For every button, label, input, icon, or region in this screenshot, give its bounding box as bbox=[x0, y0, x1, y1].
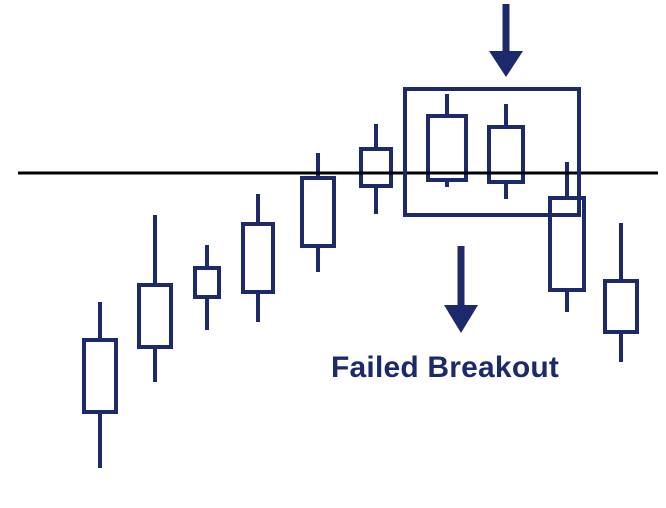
candle-5 bbox=[300, 153, 336, 272]
candle-body bbox=[300, 176, 336, 248]
candle-8 bbox=[487, 104, 525, 199]
candle-body bbox=[82, 338, 118, 414]
candle-body bbox=[603, 279, 639, 334]
candle-4 bbox=[241, 194, 275, 322]
candle-2 bbox=[137, 215, 173, 382]
candle-body bbox=[137, 283, 173, 349]
breakout-box bbox=[403, 87, 581, 217]
breakout-down-arrow-icon bbox=[489, 4, 523, 77]
candle-body bbox=[241, 222, 275, 294]
candle-1 bbox=[82, 302, 118, 468]
candle-body bbox=[359, 147, 393, 188]
arrow-head bbox=[489, 51, 523, 77]
arrow-head bbox=[444, 305, 478, 333]
candle-body bbox=[426, 114, 468, 182]
candle-7 bbox=[426, 94, 468, 187]
candle-6 bbox=[359, 124, 393, 214]
candle-body bbox=[193, 266, 221, 299]
failed-down-arrow-icon bbox=[444, 246, 478, 333]
candle-3 bbox=[193, 245, 221, 330]
candle-10 bbox=[603, 223, 639, 362]
diagram-label: Failed Breakout bbox=[331, 351, 560, 384]
